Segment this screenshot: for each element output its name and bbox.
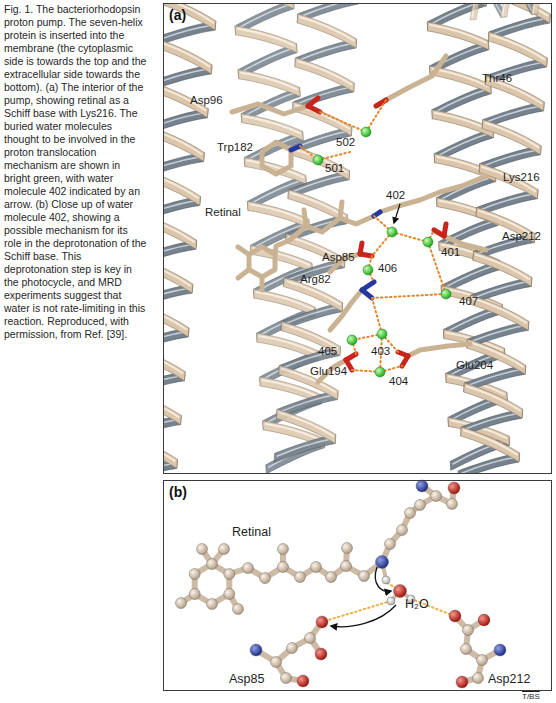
water-molecules xyxy=(313,127,451,377)
panel-letter: (b) xyxy=(169,484,187,500)
residue-label: Asp85 xyxy=(229,673,264,687)
molecule-label: H₂O xyxy=(405,598,429,612)
water-number: 502 xyxy=(336,136,355,149)
water-number: 406 xyxy=(378,262,397,275)
credit-mark: T/BS xyxy=(522,693,540,702)
water-number: 405 xyxy=(318,345,337,358)
residue-sticks xyxy=(232,56,486,382)
panel-box: (b) xyxy=(163,480,552,691)
pointer-arrow xyxy=(394,204,400,223)
residue-label: Glu204 xyxy=(456,359,493,372)
residue-label: Trp182 xyxy=(217,141,253,154)
water-number: 402 xyxy=(386,189,405,202)
mechanism-arrows xyxy=(331,567,396,627)
water-number: 501 xyxy=(325,162,344,175)
residue-label: Asp85 xyxy=(322,251,355,264)
residue-label: Arg82 xyxy=(300,273,331,286)
residue-label: Lys216 xyxy=(503,171,540,184)
residue-label: Retinal xyxy=(205,206,241,219)
residue-label: Asp96 xyxy=(190,94,223,107)
water-number: 403 xyxy=(371,345,390,358)
figure-caption: Fig. 1. The bacteriorhodopsin proton pum… xyxy=(4,3,148,341)
oxygen-ends xyxy=(308,98,446,370)
nitrogen-ends xyxy=(291,146,380,298)
hydrogen-bonds xyxy=(325,583,452,621)
residue-label: Asp212 xyxy=(502,230,541,243)
water-number: 407 xyxy=(459,295,478,308)
helix-bundle xyxy=(164,4,551,473)
residue-label: Asp212 xyxy=(488,673,530,687)
molecule-bonds xyxy=(181,486,500,682)
residue-label: Glu194 xyxy=(310,365,347,378)
water-number: 404 xyxy=(389,375,408,388)
hydrogen-bonds xyxy=(300,100,446,372)
atoms xyxy=(176,480,507,688)
residue-label: Thr46 xyxy=(482,72,512,85)
molecule-label: Retinal xyxy=(232,526,271,540)
water-number: 401 xyxy=(441,246,460,259)
panel-letter: (a) xyxy=(169,7,186,23)
